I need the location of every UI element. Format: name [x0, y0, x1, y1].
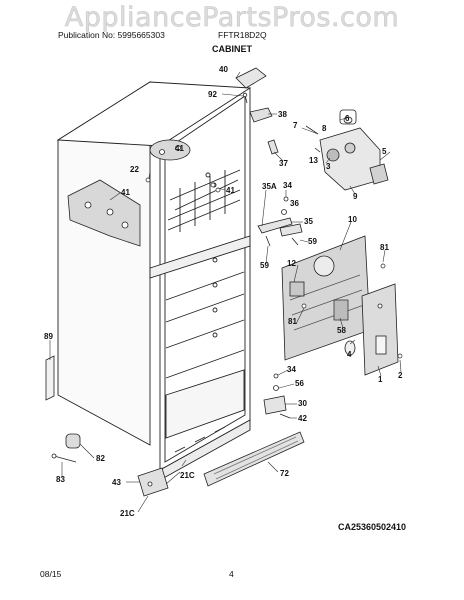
callout-6-top: 6 [345, 114, 350, 123]
diagram-code: CA25360502410 [338, 522, 407, 532]
callout-43: 43 [112, 478, 121, 487]
callout-56: 56 [295, 379, 304, 388]
cabinet-body [56, 81, 252, 481]
callout-59-right: 59 [308, 237, 317, 246]
control-assembly [305, 109, 389, 191]
callout-35: 35 [304, 217, 313, 226]
callout-38: 38 [278, 110, 287, 119]
callout-59-left: 59 [260, 261, 269, 270]
callout-13: 13 [309, 156, 318, 165]
callout-89: 89 [44, 332, 53, 341]
callout-81-lower: 81 [288, 317, 297, 326]
hinge-cover-40 [235, 67, 267, 89]
hinge-38 [249, 107, 273, 123]
callout-41-left: 41 [121, 188, 130, 197]
callout-92: 92 [208, 90, 217, 99]
bulb-4 [344, 340, 356, 356]
callout-2: 2 [398, 371, 403, 380]
toe-grille-72 [203, 431, 305, 487]
insulation-top-41 [149, 139, 191, 161]
callout-8: 8 [322, 124, 327, 133]
callout-83: 83 [56, 475, 65, 484]
callout-7: 7 [293, 121, 298, 130]
screw-83 [51, 453, 77, 463]
light-socket-37 [267, 139, 279, 155]
callout-40: 40 [219, 65, 228, 74]
callout-4: 4 [347, 350, 352, 359]
model-number: FFTR18D2Q [218, 30, 267, 40]
page-number: 4 [229, 569, 234, 579]
clips-41-right [210, 182, 221, 193]
callout-41-top: 41 [175, 144, 184, 153]
footer-date: 08/15 [40, 569, 62, 579]
side-panel-89 [45, 355, 55, 401]
publication-number: Publication No: 5995665303 [58, 30, 165, 40]
leader-lines [49, 71, 402, 513]
vent-58 [333, 299, 349, 321]
callout-labels: 40 92 38 7 6 8 5 13 37 3 9 22 41 41 34 3… [44, 65, 403, 518]
dispenser-panel-1 [361, 283, 399, 376]
bracket-43 [137, 467, 169, 497]
callout-41-right: 41 [226, 186, 235, 195]
callout-3: 3 [326, 162, 331, 171]
callout-72: 72 [280, 469, 289, 478]
rear-panel-10 [281, 235, 371, 361]
callout-34-bottom: 34 [287, 365, 296, 374]
screw-81-upper [380, 263, 386, 269]
callout-34-top: 34 [283, 181, 292, 190]
callout-21C-bottom: 21C [120, 509, 135, 518]
callout-1: 1 [378, 375, 383, 384]
insulation-left-41 [67, 179, 141, 247]
center-hinge-parts [257, 196, 303, 247]
callout-12: 12 [287, 259, 296, 268]
watermark: AppliancePartsPros.com [64, 2, 400, 34]
callout-30: 30 [298, 399, 307, 408]
callout-5: 5 [382, 147, 387, 156]
callout-9: 9 [353, 192, 358, 201]
leveler-82 [65, 433, 81, 449]
callout-58: 58 [337, 326, 346, 335]
callout-42: 42 [298, 414, 307, 423]
callout-37: 37 [279, 159, 288, 168]
callout-10: 10 [348, 215, 357, 224]
callout-22: 22 [130, 165, 139, 174]
screw-2 [397, 353, 403, 359]
lower-hinge-parts [263, 373, 291, 419]
callout-21C-center: 21C [180, 471, 195, 480]
screw-81-lower [301, 303, 307, 309]
section-title: CABINET [212, 44, 252, 54]
callout-35A: 35A [262, 182, 277, 191]
callout-36: 36 [290, 199, 299, 208]
callout-82: 82 [96, 454, 105, 463]
callout-81-upper: 81 [380, 243, 389, 252]
screw-92 [242, 92, 248, 104]
clip-22 [145, 177, 151, 183]
